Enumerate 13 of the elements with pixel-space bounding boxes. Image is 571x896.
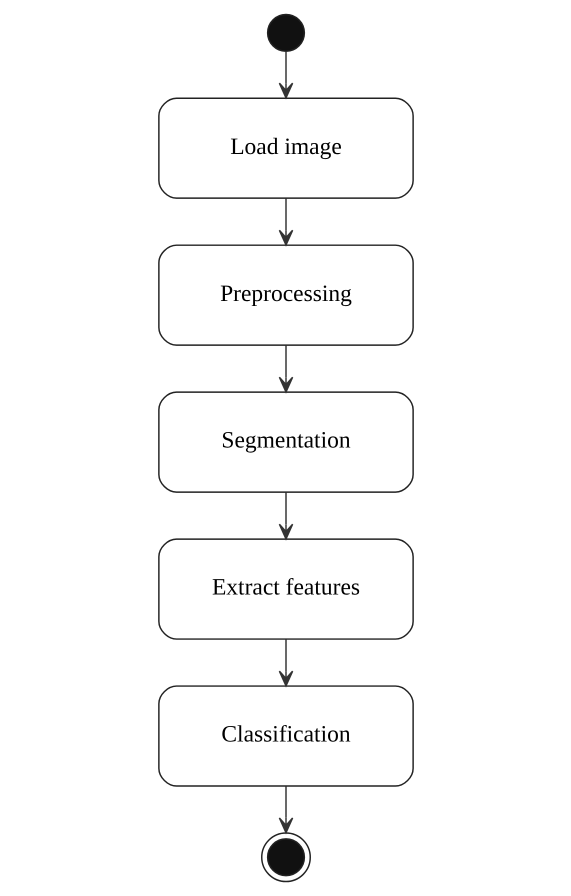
node-box: Extract features bbox=[158, 538, 414, 640]
node-box: Load image bbox=[158, 98, 414, 199]
node-circle bbox=[260, 832, 310, 882]
arrow bbox=[278, 492, 293, 540]
arrow bbox=[278, 345, 293, 393]
node-box: Classification bbox=[158, 685, 414, 787]
arrow bbox=[278, 51, 293, 99]
arrow bbox=[278, 786, 293, 834]
node-box: Segmentation bbox=[158, 391, 414, 493]
arrow bbox=[278, 198, 293, 246]
node-circle bbox=[266, 14, 305, 52]
arrow bbox=[278, 639, 293, 687]
node-box: Preprocessing bbox=[158, 244, 414, 346]
